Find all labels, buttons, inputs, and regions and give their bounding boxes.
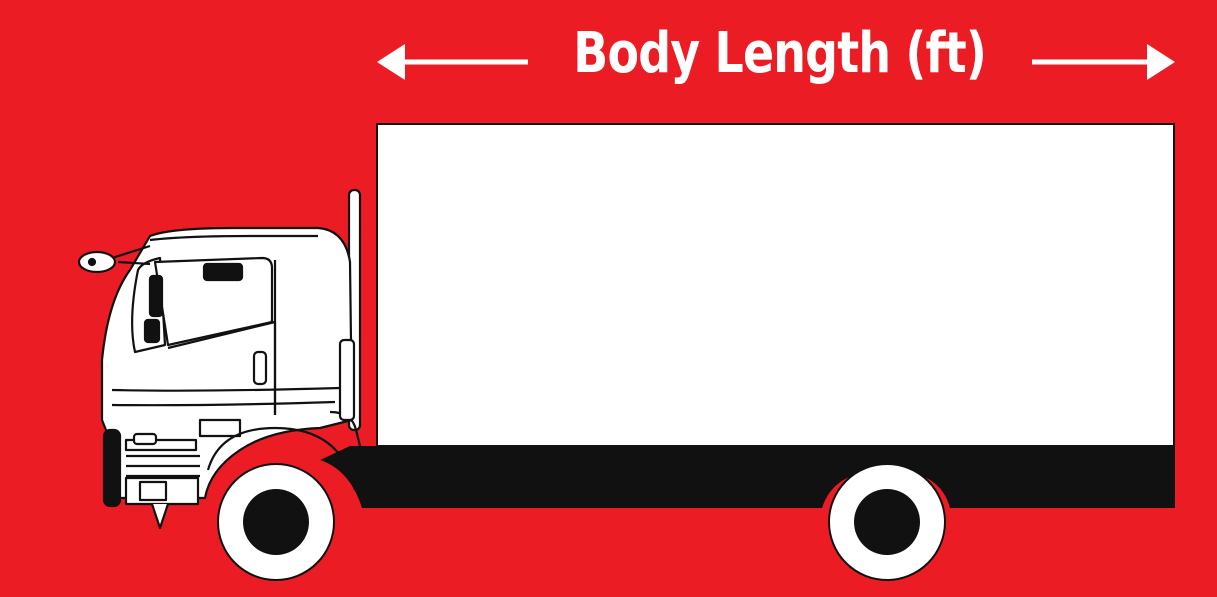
rear-wheel [829, 464, 945, 580]
chassis-frame [320, 446, 1175, 508]
right-dimension-arrow [1032, 44, 1175, 80]
body-length-label: Body Length (ft) [574, 26, 987, 82]
truck-cab [79, 190, 360, 528]
cargo-box [377, 124, 1174, 446]
front-wheel [218, 464, 334, 580]
left-dimension-arrow [377, 44, 528, 80]
dimension-label-container: Body Length (ft) [540, 14, 1020, 94]
